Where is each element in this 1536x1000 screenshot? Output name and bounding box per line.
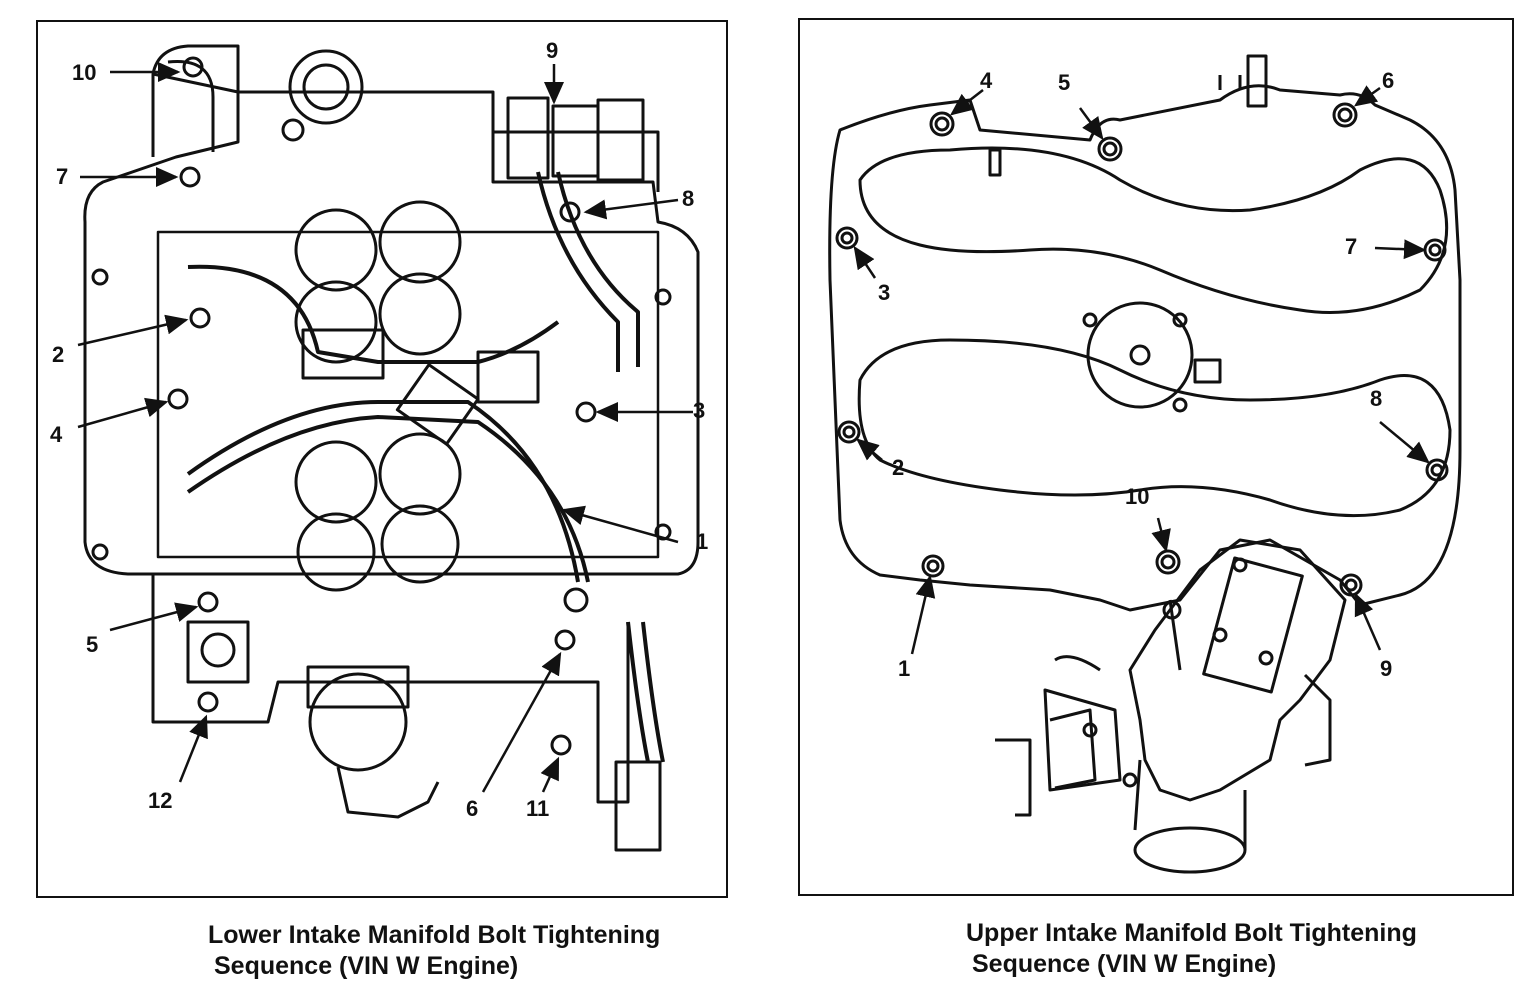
lower-callout-8: 8: [682, 186, 694, 211]
lower-callout-3: 3: [693, 398, 705, 423]
upper-callout-2: 2: [892, 455, 904, 480]
lower-callout-12: 12: [148, 788, 172, 813]
lower-callout-7: 7: [56, 164, 68, 189]
upper-manifold-drawing: 1 2 3 4 5 6 7 8 9 10: [828, 54, 1462, 874]
lower-callout-5: 5: [86, 632, 98, 657]
lower-callout-1: 1: [696, 529, 708, 554]
upper-caption-line1: Upper Intake Manifold Bolt Tightening: [966, 919, 1417, 947]
upper-callout-3: 3: [878, 280, 890, 305]
upper-callout-1: 1: [898, 656, 910, 681]
lower-caption-line2: Sequence (VIN W Engine): [214, 952, 519, 980]
upper-caption-line2: Sequence (VIN W Engine): [972, 950, 1277, 978]
upper-callout-5: 5: [1058, 70, 1070, 95]
upper-callout-8: 8: [1370, 386, 1382, 411]
lower-callout-11: 11: [526, 796, 549, 821]
upper-callout-4: 4: [980, 68, 993, 93]
lower-callout-2: 2: [52, 342, 64, 367]
lower-callout-10: 10: [72, 60, 96, 85]
upper-callout-7: 7: [1345, 234, 1357, 259]
lower-manifold-drawing: 1 2 3 4 5 6 7 8 9 10 11 12: [50, 38, 708, 852]
lower-manifold-panel: 1 2 3 4 5 6 7 8 9 10 11 12: [36, 20, 728, 898]
lower-caption-line1: Lower Intake Manifold Bolt Tightening: [208, 921, 661, 949]
lower-callout-6: 6: [466, 796, 478, 821]
upper-manifold-caption: Upper Intake Manifold Bolt Tightening Se…: [966, 918, 1417, 980]
lower-manifold-caption: Lower Intake Manifold Bolt Tightening Se…: [208, 920, 660, 982]
lower-callout-9: 9: [546, 38, 558, 63]
lower-callout-4: 4: [50, 422, 63, 447]
upper-callout-9: 9: [1380, 656, 1392, 681]
upper-manifold-panel: 1 2 3 4 5 6 7 8 9 10: [798, 18, 1514, 896]
upper-callout-10: 10: [1125, 484, 1149, 509]
upper-callout-6: 6: [1382, 68, 1394, 93]
